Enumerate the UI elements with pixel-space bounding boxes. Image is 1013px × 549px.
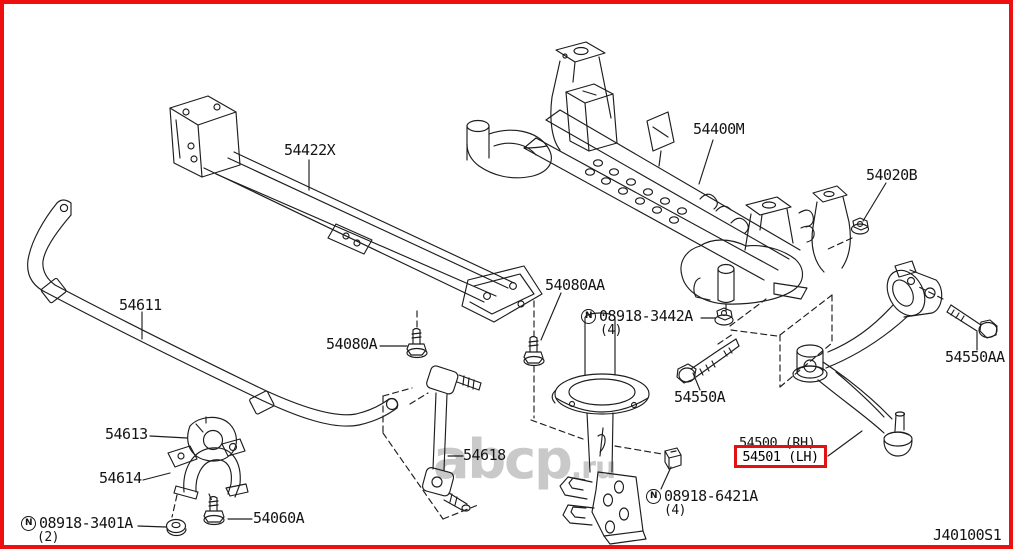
label-08918-3401a-qty: (2) [37, 531, 59, 545]
label-54080a: 54080A [326, 335, 378, 353]
label-54550a: 54550A [674, 388, 726, 406]
label-54400m: 54400M [693, 120, 745, 138]
label-54080aa: 54080AA [545, 276, 605, 294]
part-number: 54614 [99, 469, 142, 487]
watermark: abcp .ru [433, 428, 616, 491]
label-08918-6421a-qty: (4) [664, 504, 686, 518]
nut-symbol-icon: N [646, 489, 661, 505]
label-08918-3442a: N 08918-3442A [581, 307, 693, 325]
part-number: 54080A [326, 335, 378, 353]
quantity: (2) [37, 530, 59, 545]
member-bar-art [170, 96, 542, 322]
quantity: (4) [600, 323, 622, 338]
part-number: 54400M [693, 120, 745, 138]
stabilizer-link-art [421, 365, 481, 511]
part-number: 54080AA [545, 276, 605, 294]
label-54060a: 54060A [253, 509, 305, 527]
highlighted-part-box: 54501 (LH) [734, 445, 827, 468]
part-number: 08918-6421A [664, 487, 758, 505]
nut-symbol-icon: N [21, 516, 36, 532]
part-number: 08918-3401A [39, 514, 133, 532]
stabilizer-bushing-art [188, 417, 237, 461]
part-number: 54611 [119, 296, 162, 314]
code-text: J40100S1 [933, 526, 1002, 544]
watermark-text: abcp [433, 428, 573, 491]
label-54614: 54614 [99, 469, 142, 487]
nut-symbol-icon: N [581, 309, 596, 325]
label-54613: 54613 [105, 425, 148, 443]
strut-art [552, 313, 649, 544]
quantity: (4) [664, 503, 686, 518]
label-08918-6421a: N 08918-6421A [646, 487, 758, 505]
part-number: 54550A [674, 388, 726, 406]
part-number: 54422X [284, 141, 336, 159]
label-54422x: 54422X [284, 141, 336, 159]
part-number: 54020B [866, 166, 918, 184]
part-number: 08918-3442A [599, 307, 693, 325]
fasteners-art [167, 218, 998, 536]
label-08918-3401a: N 08918-3401A [21, 514, 133, 532]
label-54020b: 54020B [866, 166, 918, 184]
stabilizer-bar-art [28, 200, 398, 426]
label-54611: 54611 [119, 296, 162, 314]
crossmember-art [467, 42, 850, 311]
part-number: 54550AA [945, 348, 1005, 366]
leader-lines [138, 140, 977, 527]
label-54618: 54618 [463, 446, 506, 464]
part-number: 54060A [253, 509, 305, 527]
control-arm-art [793, 261, 942, 456]
label-54501-lh: 54501 (LH) [742, 448, 819, 465]
label-08918-3442a-qty: (4) [600, 324, 622, 338]
label-54550aa: 54550AA [945, 348, 1005, 366]
stabilizer-clamp-art [168, 439, 248, 499]
dashed-guides [172, 238, 943, 519]
part-number: 54618 [463, 446, 506, 464]
part-number: 54613 [105, 425, 148, 443]
diagram-code: J40100S1 [933, 526, 1002, 544]
